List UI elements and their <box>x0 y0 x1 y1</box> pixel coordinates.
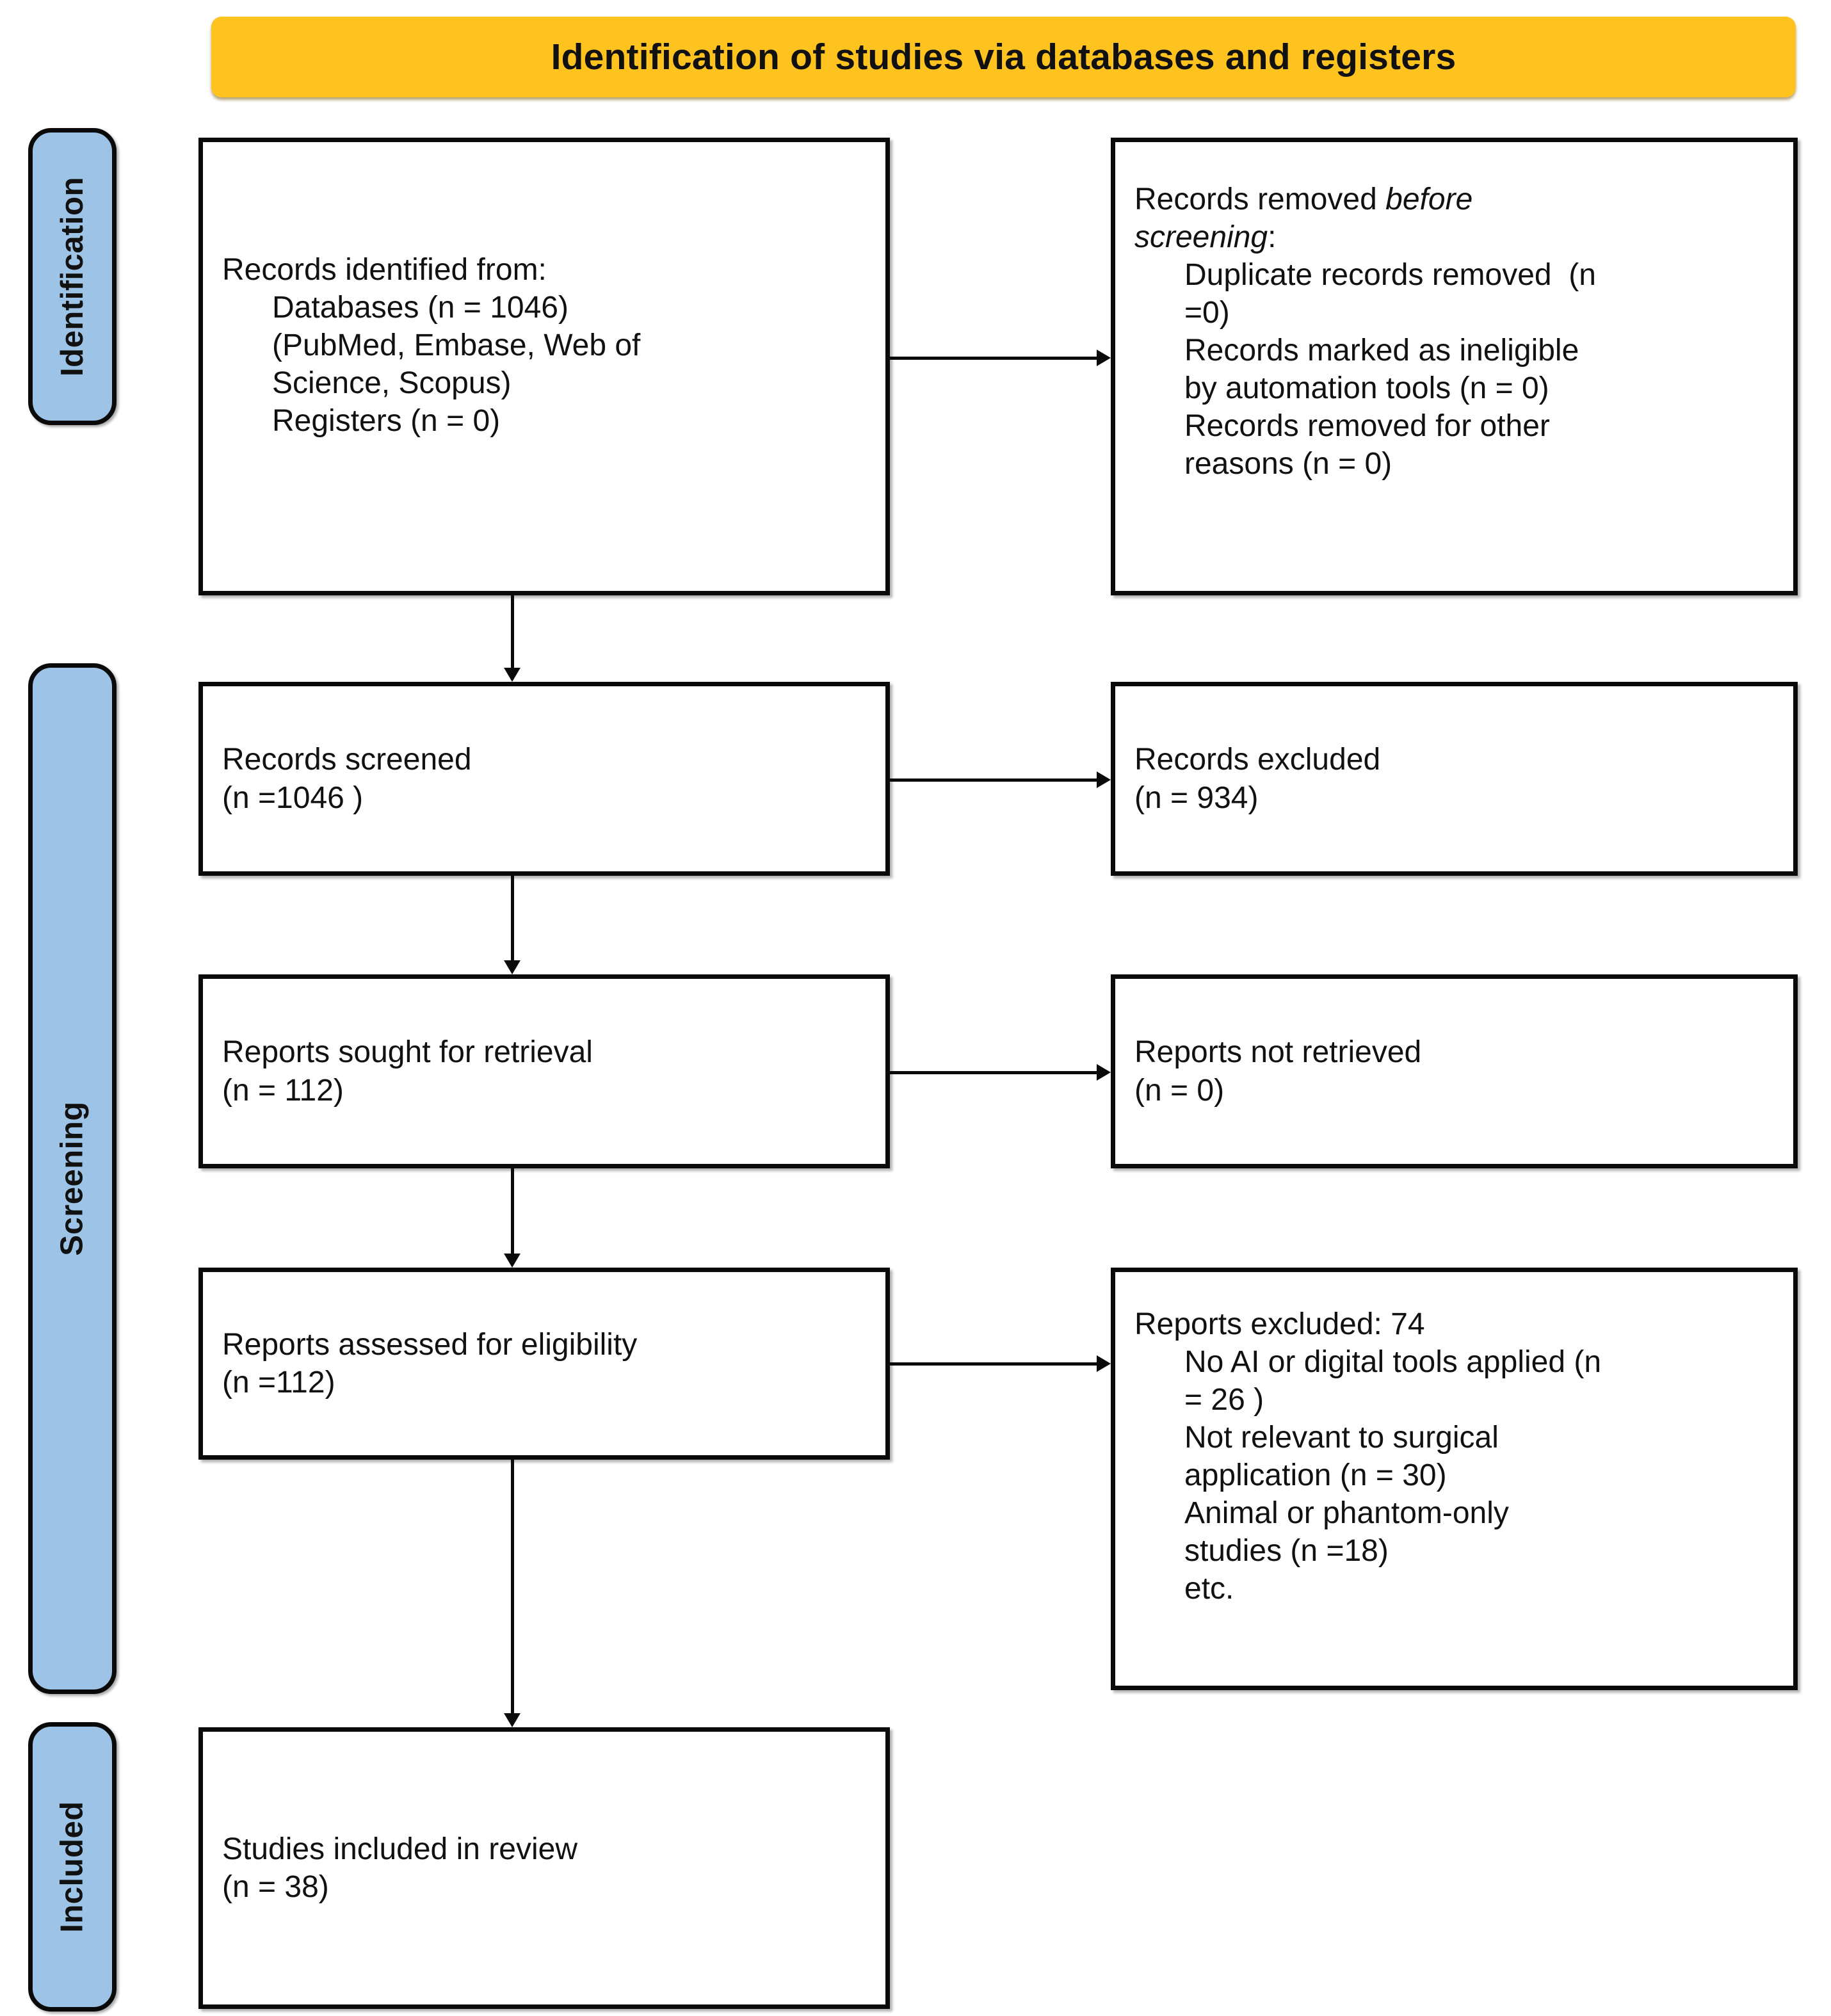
reports-assessed-line-2: (n =112) <box>222 1366 335 1399</box>
connector-sought-to-not-retrieved <box>890 1071 1097 1074</box>
records-identified-line-2: Databases (n = 1046) <box>272 291 569 325</box>
connector-screened-to-excluded <box>890 778 1097 782</box>
stage-label-included-text: Included <box>55 1801 90 1933</box>
reports-excluded-line-1: Reports excluded: 74 <box>1134 1307 1425 1341</box>
box-studies-included-in-review: Studies included in review (n = 38) <box>198 1727 890 2009</box>
reports-not-retrieved-line-1: Reports not retrieved <box>1134 1035 1422 1070</box>
arrowhead-down-icon-4 <box>504 1713 520 1727</box>
records-removed-line-1-plain: Records removed <box>1134 182 1386 216</box>
reports-not-retrieved-line-2: (n = 0) <box>1134 1073 1225 1108</box>
records-removed-line-5: Records marked as ineligible <box>1184 334 1579 368</box>
box-records-identified: Records identified from: Databases (n = … <box>198 138 890 595</box>
connector-screened-to-sought <box>511 876 514 960</box>
studies-included-line-1: Studies included in review <box>222 1832 577 1866</box>
records-removed-line-7: Records removed for other <box>1184 409 1550 444</box>
box-reports-assessed-for-eligibility: Reports assessed for eligibility (n =112… <box>198 1268 890 1460</box>
reports-excluded-line-2: No AI or digital tools applied (n <box>1184 1345 1602 1380</box>
stage-label-identification: Identification <box>28 128 117 425</box>
studies-included-line-2: (n = 38) <box>222 1870 329 1904</box>
connector-assessed-to-included <box>511 1460 514 1713</box>
connector-identified-to-screened <box>511 595 514 668</box>
arrowhead-down-icon-3 <box>504 1254 520 1268</box>
reports-excluded-line-3: = 26 ) <box>1184 1383 1264 1417</box>
records-removed-line-2-colon: : <box>1268 220 1277 255</box>
box-reports-not-retrieved: Reports not retrieved (n = 0) <box>1111 974 1798 1168</box>
arrowhead-down-icon-2 <box>504 960 520 974</box>
records-identified-line-1: Records identified from: <box>222 253 547 287</box>
arrowhead-right-icon-2 <box>1097 771 1111 788</box>
records-screened-line-2: (n =1046 ) <box>222 780 364 815</box>
records-identified-line-4: Science, Scopus) <box>272 366 512 401</box>
arrowhead-down-icon-1 <box>504 668 520 682</box>
reports-sought-line-2: (n = 112) <box>222 1073 344 1108</box>
records-removed-line-1-italic: before <box>1385 182 1473 216</box>
records-identified-line-3: (PubMed, Embase, Web of <box>272 328 641 363</box>
records-removed-line-2-italic: screening <box>1134 220 1268 255</box>
stage-label-screening: Screening <box>28 663 117 1694</box>
reports-excluded-line-5: application (n = 30) <box>1184 1458 1447 1493</box>
diagram-title: Identification of studies via databases … <box>551 36 1456 77</box>
reports-excluded-line-4: Not relevant to surgical <box>1184 1421 1499 1455</box>
reports-assessed-line-1: Reports assessed for eligibility <box>222 1327 638 1362</box>
records-removed-line-4: =0) <box>1184 296 1230 330</box>
box-reports-sought-for-retrieval: Reports sought for retrieval (n = 112) <box>198 974 890 1168</box>
stage-label-included: Included <box>28 1722 117 2012</box>
box-reports-excluded: Reports excluded: 74 No AI or digital to… <box>1111 1268 1798 1690</box>
records-removed-line-3: Duplicate records removed (n <box>1184 258 1596 293</box>
records-removed-line-6: by automation tools (n = 0) <box>1184 371 1549 406</box>
arrowhead-right-icon-3 <box>1097 1064 1111 1081</box>
reports-excluded-line-6: Animal or phantom-only <box>1184 1496 1509 1531</box>
records-excluded-line-2: (n = 934) <box>1134 780 1259 815</box>
reports-sought-line-1: Reports sought for retrieval <box>222 1035 593 1070</box>
arrowhead-right-icon-4 <box>1097 1355 1111 1372</box>
records-removed-line-2: screening: <box>1134 218 1774 256</box>
records-excluded-line-1: Records excluded <box>1134 743 1381 777</box>
box-records-removed-before-screening: Records removed before screening: Duplic… <box>1111 138 1798 595</box>
box-records-screened: Records screened (n =1046 ) <box>198 682 890 876</box>
records-removed-line-1: Records removed before <box>1134 181 1774 218</box>
diagram-header-banner: Identification of studies via databases … <box>211 17 1796 97</box>
connector-assessed-to-reports-excluded <box>890 1362 1097 1366</box>
reports-excluded-line-8: etc. <box>1184 1572 1234 1606</box>
stage-label-identification-text: Identification <box>55 177 90 376</box>
connector-identified-to-removed <box>890 357 1097 360</box>
records-removed-line-8: reasons (n = 0) <box>1184 447 1392 481</box>
records-identified-line-5: Registers (n = 0) <box>272 404 501 439</box>
stage-label-screening-text: Screening <box>55 1101 90 1256</box>
arrowhead-right-icon-1 <box>1097 350 1111 366</box>
box-records-excluded: Records excluded (n = 934) <box>1111 682 1798 876</box>
records-screened-line-1: Records screened <box>222 743 472 777</box>
connector-sought-to-assessed <box>511 1168 514 1254</box>
reports-excluded-line-7: studies (n =18) <box>1184 1534 1389 1568</box>
